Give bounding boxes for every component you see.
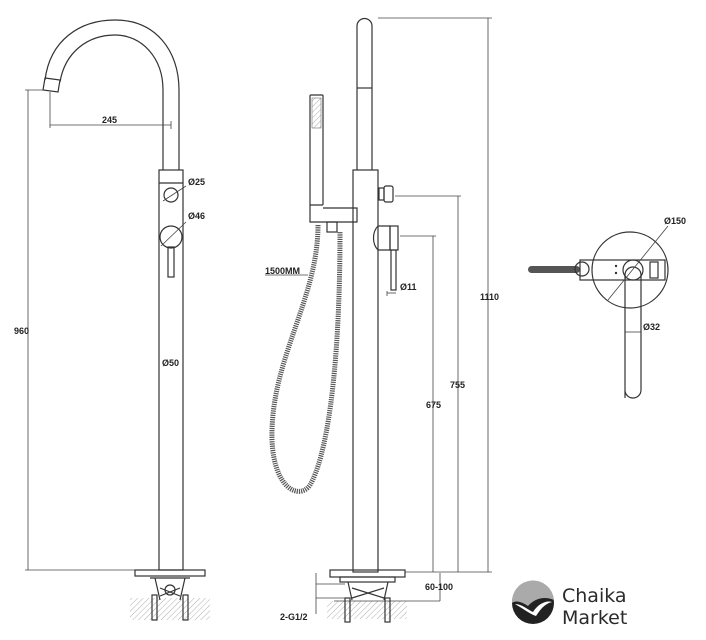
inlet-pipe: [344, 597, 351, 623]
handle-knob: [159, 225, 183, 249]
handle-body: [372, 225, 391, 251]
floor-hatch: [327, 601, 407, 619]
inlet-pipe: [182, 594, 189, 621]
screw-dot: [614, 271, 618, 275]
height-label: 960: [14, 326, 29, 336]
mounting-flange: [339, 576, 396, 583]
mounting-nut: [164, 584, 176, 596]
inlet-label: 2-G1/2: [280, 612, 308, 622]
spout-reach-label: 245: [102, 115, 117, 125]
leader-line: [162, 185, 187, 202]
body-diameter-label: Ø50: [162, 358, 179, 368]
logo-sky-icon: [511, 580, 554, 606]
total-height-label: 1110: [480, 292, 499, 302]
spout-outer: [44, 19, 180, 170]
lever-diameter-label: Ø11: [400, 282, 417, 292]
base-plate: [134, 569, 206, 577]
handle-lever: [167, 246, 175, 278]
lever-diameter-label: Ø32: [643, 322, 660, 332]
diverter-diameter-label: Ø25: [188, 177, 205, 187]
leader-line: [607, 225, 669, 301]
logo-bird-icon: [515, 601, 552, 616]
mounting-bracket: [150, 577, 190, 601]
shower-head-nozzles: [311, 97, 322, 129]
top-view: Ø150 Ø32: [528, 216, 686, 399]
chaika-market-logo: Chaika Market: [511, 580, 627, 629]
diverter-stem: [378, 187, 385, 201]
spout-inner: [59, 34, 164, 170]
faucet-body: [352, 169, 379, 573]
mounting-bracket: [347, 581, 389, 601]
plate-diameter-label: Ø150: [664, 216, 686, 226]
handle-cap: [389, 225, 399, 251]
handle-lever: [390, 249, 397, 291]
shower-holder: [309, 205, 358, 223]
floor-adjust-label: 60-100: [425, 582, 453, 592]
spout-tip: [42, 77, 61, 93]
left-faucet-view: 245 960 Ø25 Ø46 Ø50: [14, 19, 210, 621]
lever-hub: [622, 259, 644, 281]
hose-length-label: 1500MM: [265, 266, 300, 276]
inlet-pipe: [151, 594, 158, 621]
hose-connector: [326, 221, 338, 233]
screw-dot: [614, 264, 618, 268]
handle-height-label: 675: [426, 400, 441, 410]
diverter-knob: [574, 261, 590, 277]
valve-cap: [649, 261, 659, 279]
logo-text-line2: Market: [562, 607, 627, 629]
escutcheon-plate: [591, 231, 669, 309]
shower-hose: [269, 224, 343, 494]
valve-body: [579, 259, 666, 281]
handle-diameter-label: Ø46: [188, 211, 205, 221]
spout-tube: [356, 17, 373, 170]
inlet-pipe: [384, 597, 391, 623]
diverter-lever: [528, 266, 580, 273]
diverter-button: [383, 185, 394, 203]
diverter-knob: [163, 187, 179, 203]
hand-shower: [309, 94, 324, 206]
leader-line: [160, 221, 187, 247]
middle-faucet-view: 1110 755 675 Ø11 1500MM 60-100 2-G1/2: [265, 17, 499, 623]
main-lever: [624, 266, 642, 399]
diverter-height-label: 755: [450, 380, 465, 390]
logo-text-line1: Chaika: [562, 585, 627, 607]
base-plate: [329, 569, 406, 578]
floor-hatch: [130, 598, 210, 620]
